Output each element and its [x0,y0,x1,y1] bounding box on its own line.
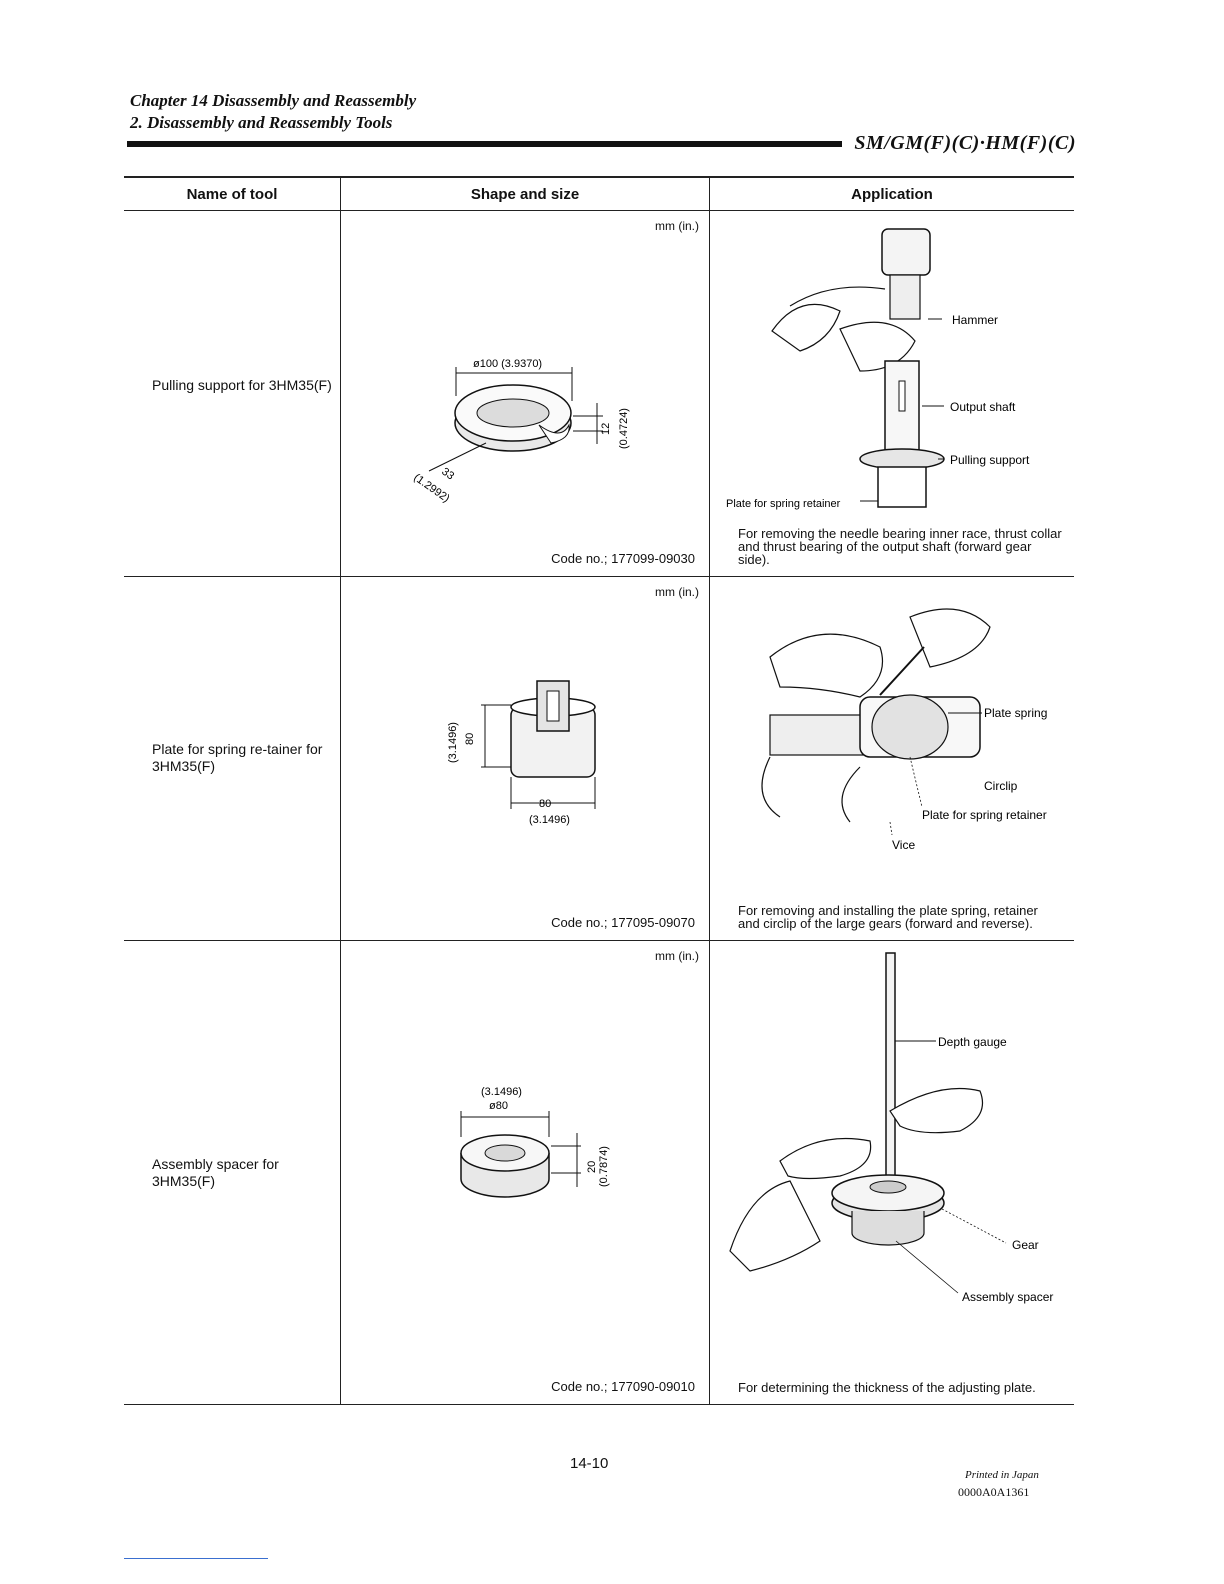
application-cell: Depth gauge Gear Assembly spacer For det… [709,940,1074,1405]
code-number: Code no.; 177099-09030 [551,551,695,566]
document-code: 0000A0A1361 [958,1485,1030,1499]
code-number: Code no.; 177095-09070 [551,915,695,930]
callout-vice: Vice [892,838,915,852]
dim-diameter-in: (3.1496) [481,1086,522,1098]
callout-gear: Gear [1012,1238,1039,1252]
application-cell: Plate spring Circlip Plate for spring re… [709,576,1074,941]
table-row: Assembly spacer for 3HM35(F) mm (in.) (3… [124,940,1074,1405]
dim-diameter: ø80 [489,1100,508,1112]
shape-cell: mm (in.) (3.1496) ø80 20 (0.7874) C [340,940,710,1405]
pulling-support-drawing: ø100 (3.9370) 12 (0.4724) 33 (1.2992) [411,358,630,505]
dim-diameter: ø100 (3.9370) [473,358,542,370]
shape-cell: mm (in.) 80 (3.1496) 80 (3.1496) [340,576,710,941]
footer-line [124,1558,268,1559]
shape-cell: mm (in.) ø100 (3.9370) 12 (0.4724) [340,210,710,577]
units-label: mm (in.) [655,949,699,963]
dim-height: 20 [586,1161,598,1173]
dim-width: 80 [539,798,551,810]
model-designation: SM/GM(F)(C)·HM(F)(C) [854,132,1076,154]
callout-assembly-spacer: Assembly spacer [962,1290,1053,1304]
col-header-shape: Shape and size [340,176,710,211]
code-number: Code no.; 177090-09010 [551,1379,695,1394]
vice-illustration: Plate spring Circlip Plate for spring re… [761,608,1047,852]
chapter-title: Chapter 14 Disassembly and Reassembly [130,91,417,110]
table-header-row: Name of tool Shape and size Application [124,176,1074,211]
section-title: 2. Disassembly and Reassembly Tools [130,113,393,132]
table-row: Pulling support for 3HM35(F) mm (in.) ø1… [124,210,1074,577]
page-number: 14-10 [570,1455,609,1472]
tool-name-cell: Pulling support for 3HM35(F) [124,210,341,577]
dim-height-in: (0.7874) [598,1146,610,1187]
hammer-illustration: Hammer Output shaft Pulling support Plat… [726,228,1030,510]
depth-gauge-illustration: Depth gauge Gear Assembly spacer [729,952,1053,1304]
printed-in-label: Printed in Japan [965,1469,1039,1481]
header-rule [127,141,842,147]
dim-width-in: (3.1496) [529,814,570,826]
assembly-spacer-drawing: (3.1496) ø80 20 (0.7874) [460,1086,610,1198]
spring-retainer-plate-drawing: 80 (3.1496) 80 (3.1496) [447,680,596,826]
callout-output-shaft: Output shaft [950,400,1016,414]
application-text: For removing and installing the plate sp… [738,903,1038,931]
tool-name: Assembly spacer for 3HM35(F) [152,1156,279,1189]
tool-name: Plate for spring re-tainer for 3HM35(F) [152,741,323,774]
application-cell: Hammer Output shaft Pulling support Plat… [709,210,1074,577]
dim-height-in: (3.1496) [447,722,459,763]
application-text: For removing the needle bearing inner ra… [738,526,1062,567]
table-row: Plate for spring re-tainer for 3HM35(F) … [124,576,1074,941]
dim-thickness-in: (0.4724) [618,408,630,449]
chapter-heading: Chapter 14 Disassembly and Reassembly 2.… [130,90,416,134]
callout-hammer: Hammer [952,313,998,327]
callout-plate-retainer: Plate for spring retainer [922,808,1047,822]
dim-height: 80 [464,733,476,745]
dim-thickness: 12 [600,423,612,435]
tool-name-cell: Plate for spring re-tainer for 3HM35(F) [124,576,341,941]
callout-pulling-support: Pulling support [950,453,1030,467]
tool-name-cell: Assembly spacer for 3HM35(F) [124,940,341,1405]
callout-plate-spring: Plate spring [984,706,1047,720]
col-header-application: Application [709,176,1074,211]
tools-table: Name of tool Shape and size Application … [124,176,1074,1405]
units-label: mm (in.) [655,219,699,233]
units-label: mm (in.) [655,585,699,599]
tool-name: Pulling support for 3HM35(F) [152,377,332,393]
callout-plate-retainer: Plate for spring retainer [726,498,841,510]
callout-circlip: Circlip [984,779,1018,793]
col-header-name: Name of tool [124,176,341,211]
dim-slot: 33 [439,466,456,483]
application-text: For determining the thickness of the adj… [738,1380,1036,1395]
callout-depth-gauge: Depth gauge [938,1035,1007,1049]
